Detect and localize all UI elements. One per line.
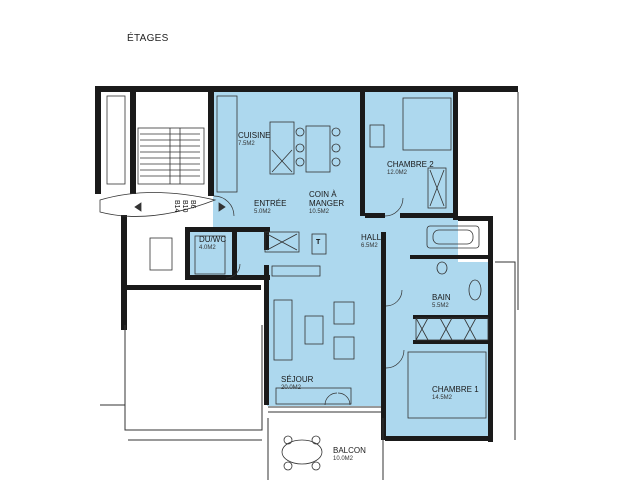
stair-code-b10: B10 — [181, 200, 188, 213]
wardrobe — [407, 317, 489, 419]
balcony-table — [281, 435, 323, 471]
landing — [99, 192, 226, 217]
kitchen-counters — [106, 95, 341, 193]
bathroom-fixtures — [149, 225, 482, 301]
room-area-chambre-1: 14.5M2 — [432, 395, 453, 401]
room-label-entree: ENTRÉE — [254, 199, 287, 208]
living-furniture — [271, 265, 355, 405]
stair-code-b6: B6 — [189, 200, 196, 209]
room-area-chambre-2: 12.0M2 — [387, 170, 408, 176]
room-area-bain: 5.5M2 — [432, 303, 449, 309]
room-label-coin-a-manger: COIN À MANGER — [309, 190, 345, 208]
walls — [95, 86, 518, 442]
adjacent-outline — [100, 92, 519, 480]
room-area-du-wc: 4.0M2 — [199, 245, 216, 251]
room-area-hall: 6.5M2 — [361, 243, 378, 249]
room-area-balcon: 10.0M2 — [333, 456, 354, 462]
room-label-balcon: BALCON — [333, 446, 366, 455]
stair-code-b14: B14 — [173, 200, 180, 213]
room-area-sejour: 20.0M2 — [281, 385, 302, 391]
room-label-cuisine: CUISINE — [238, 131, 271, 140]
room-area-coin-a-manger: 10.5M2 — [309, 209, 330, 215]
room-label-sejour: SÉJOUR — [281, 375, 314, 384]
staircase — [137, 127, 205, 185]
room-area-entree: 5.0M2 — [254, 209, 271, 215]
room-label-du-wc: DU/WC — [199, 235, 227, 244]
room-area-cuisine: 7.5M2 — [238, 141, 255, 147]
door-swings — [213, 195, 405, 406]
t-symbol: T — [316, 239, 321, 246]
bedroom2-furniture — [369, 97, 452, 209]
room-label-bain: BAIN — [432, 293, 451, 302]
room-label-chambre-2: CHAMBRE 2 — [387, 160, 434, 169]
room-label-chambre-1: CHAMBRE 1 — [432, 385, 479, 394]
page-title: ÉTAGES — [127, 33, 169, 44]
room-label-hall: HALL — [361, 233, 382, 242]
